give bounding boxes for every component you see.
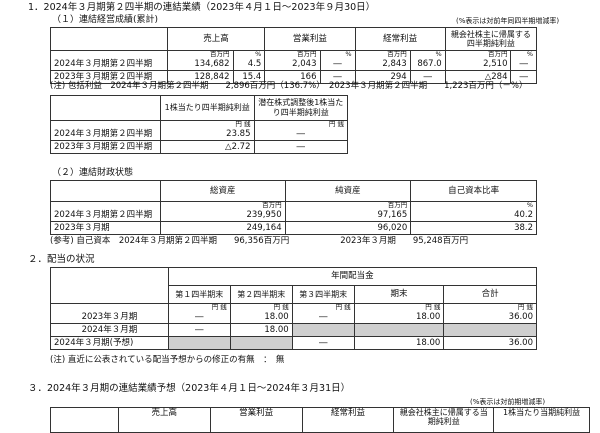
equity-note: (参考) 自己資本 2024年３月期第２四半期 96,356百万円 2023年３… [50, 236, 469, 246]
header-eps: 1株当たり四半期純利益 [159, 95, 255, 121]
header-net-assets: 純資産 [284, 180, 412, 202]
header-q3-end: 第３四半期末 [291, 285, 355, 304]
forecast-header-sales: 売上高 [117, 407, 211, 433]
comprehensive-income-note: (注) 包括利益 2024年３月期第２四半期 2,896百万円（136.7%） … [50, 81, 528, 91]
header-ordinary-income: 経常利益 [354, 27, 446, 51]
header-equity-ratio: 自己資本比率 [410, 180, 537, 202]
table-row: 2024年３月期(予想) ― 18.00 36.00 [50, 336, 537, 350]
section1-subtitle: （１）連結経営成績(累計) [52, 15, 159, 25]
header-total-assets: 総資産 [159, 180, 286, 202]
header-sales: 売上高 [166, 27, 266, 51]
forecast-header-ordinary-income: 経常利益 [301, 407, 395, 433]
section2-subtitle: （２）連結財政状態 [52, 168, 134, 178]
header-net-income: 親会社株主に帰属する四半期純利益 [444, 27, 538, 51]
table-row: 2024年３月期 ― 18.00 [50, 323, 537, 337]
dividend-note: (注) 直近に公表されている配当予想からの修正の有無 ： 無 [50, 355, 285, 365]
table-row: 2024年３月期第２四半期 23.85 ― [50, 128, 348, 141]
table-row: 2023年３月期第２四半期 △2.72 ― [50, 140, 348, 154]
table-row: 2023年３月期第２四半期 128,842 15.4 166 ― 294 ― △… [50, 70, 537, 84]
header-blank [50, 27, 168, 51]
forecast-header-net-income: 親会社株主に帰属する当期純利益 [393, 407, 495, 433]
section1-title: 1．2024年３月期第２四半期の連結業績（2023年４月１日～2023年９月30… [28, 2, 376, 13]
forecast-table: 売上高 営業利益 経常利益 親会社株主に帰属する当期純利益 1株当たり当期純利益 [50, 407, 590, 433]
forecast-title: ３．2024年３月期の連結業績予想（2023年４月１日～2024年３月31日） [28, 383, 351, 394]
table-row: 2024年３月期第２四半期 239,950 97,165 40.2 [50, 209, 537, 222]
header-annual-dividend: 年間配当金 [167, 267, 538, 286]
forecast-header-operating-income: 営業利益 [209, 407, 303, 433]
dividend-table: 年間配当金 第１四半期末 第２四半期末 第３四半期末 期末 合計 円 銭 円 銭… [50, 267, 538, 350]
financial-position-table: 総資産 純資産 自己資本比率 百万円 百万円 % 2024年３月期第２四半期 2… [50, 180, 537, 235]
header-q2-end: 第２四半期末 [229, 285, 293, 304]
header-total: 合計 [443, 285, 537, 304]
operating-results-table: 売上高 営業利益 経常利益 親会社株主に帰属する四半期純利益 百万円 % 百万円… [50, 27, 538, 84]
forecast-note: (%表示は対前期増減率) [470, 398, 546, 406]
section1-note: (%表示は対前年同四半期増減率) [456, 17, 560, 25]
header-operating-income: 営業利益 [264, 27, 356, 51]
header-year-end: 期末 [353, 285, 445, 304]
header-q1-end: 第１四半期末 [167, 285, 231, 304]
dividend-title: ２．配当の状況 [28, 254, 95, 265]
table-row: 2023年３月期 249,164 96,020 38.2 [50, 221, 537, 235]
table-row: 2024年３月期第２四半期 134,682 4.5 2,043 ― 2,843 … [50, 58, 537, 71]
eps-table: 1株当たり四半期純利益 潜在株式調整後1株当たり四半期純利益 円 銭 円 銭 2… [50, 95, 348, 154]
table-row: 2023年３月期 ― 18.00 ― 18.00 36.00 [50, 311, 537, 324]
header-diluted-eps: 潜在株式調整後1株当たり四半期純利益 [253, 95, 348, 121]
forecast-header-eps: 1株当たり当期純利益 [493, 407, 590, 433]
